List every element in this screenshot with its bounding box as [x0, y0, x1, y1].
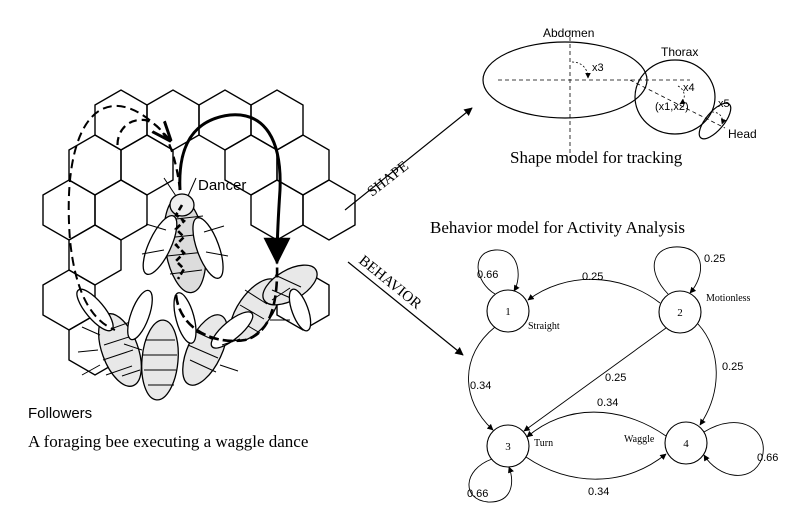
waggle-dance-path	[67, 105, 291, 343]
follower-bees	[76, 264, 318, 401]
thorax-label: Thorax	[661, 45, 698, 59]
prob-s2-to-s4: 0.25	[722, 361, 743, 373]
prob-s2-to-s1: 0.25	[582, 271, 603, 283]
prob-s3-self: 0.66	[467, 488, 488, 500]
dancer-bee	[141, 177, 229, 294]
state-node-3: 3 Turn	[486, 424, 553, 468]
shape-model-diagram: Abdomen Thorax Head x3 x4 (x1,x2) x5 Sha…	[482, 26, 757, 167]
state-name: Waggle	[624, 434, 655, 445]
state-id: 2	[677, 307, 683, 319]
state-id: 4	[683, 438, 689, 450]
behavior-arrow: BEHAVIOR	[347, 253, 464, 356]
prob-s4-to-s3: 0.34	[597, 397, 618, 409]
head-label: Head	[728, 127, 757, 141]
thorax-ellipse	[634, 59, 716, 135]
left-caption: A foraging bee executing a waggle dance	[28, 432, 308, 451]
state-name: Motionless	[706, 293, 751, 304]
transition-s3-self	[468, 458, 514, 503]
state-node-1: 1 Straight	[486, 289, 560, 333]
state-name: Straight	[528, 321, 560, 332]
param-x4: x4	[683, 82, 695, 94]
prob-s2-to-s3: 0.25	[605, 372, 626, 384]
transition-s1-to-s3	[468, 326, 496, 431]
transition-s1-self	[477, 249, 520, 295]
param-x3: x3	[592, 62, 604, 74]
prob-s1-to-s3: 0.34	[470, 380, 491, 392]
transition-s2-self	[653, 246, 702, 295]
param-x1x2: (x1,x2)	[655, 101, 689, 113]
behavior-model-title: Behavior model for Activity Analysis	[430, 218, 685, 237]
prob-s3-to-s4: 0.34	[588, 486, 609, 498]
dancer-label: Dancer	[198, 177, 246, 194]
state-id: 1	[505, 306, 511, 318]
state-node-2: 2 Motionless	[658, 290, 751, 334]
behavior-model-diagram: Behavior model for Activity Analysis 1 S…	[430, 218, 778, 503]
shape-model-caption: Shape model for tracking	[510, 148, 683, 167]
param-x5: x5	[718, 98, 730, 110]
transition-s3-to-s4	[525, 453, 667, 480]
followers-label: Followers	[28, 405, 92, 422]
state-node-4: 4 Waggle	[624, 421, 708, 465]
prob-s1-self: 0.66	[477, 269, 498, 281]
state-id: 3	[505, 441, 511, 453]
shape-arrow-label: SHAPE	[365, 158, 412, 200]
transition-s2-to-s4	[697, 323, 717, 426]
prob-s4-self: 0.66	[757, 452, 778, 464]
behavior-arrow-label: BEHAVIOR	[355, 253, 424, 313]
transition-s4-self	[703, 422, 764, 476]
state-name: Turn	[534, 438, 553, 449]
transition-s4-to-s3	[526, 411, 667, 438]
head-ellipse	[698, 102, 732, 140]
transition-s2-to-s1	[527, 278, 661, 304]
prob-s2-self: 0.25	[704, 253, 725, 265]
shape-arrow: SHAPE	[344, 107, 473, 211]
transition-s2-to-s3	[523, 327, 667, 432]
abdomen-label: Abdomen	[543, 26, 594, 40]
